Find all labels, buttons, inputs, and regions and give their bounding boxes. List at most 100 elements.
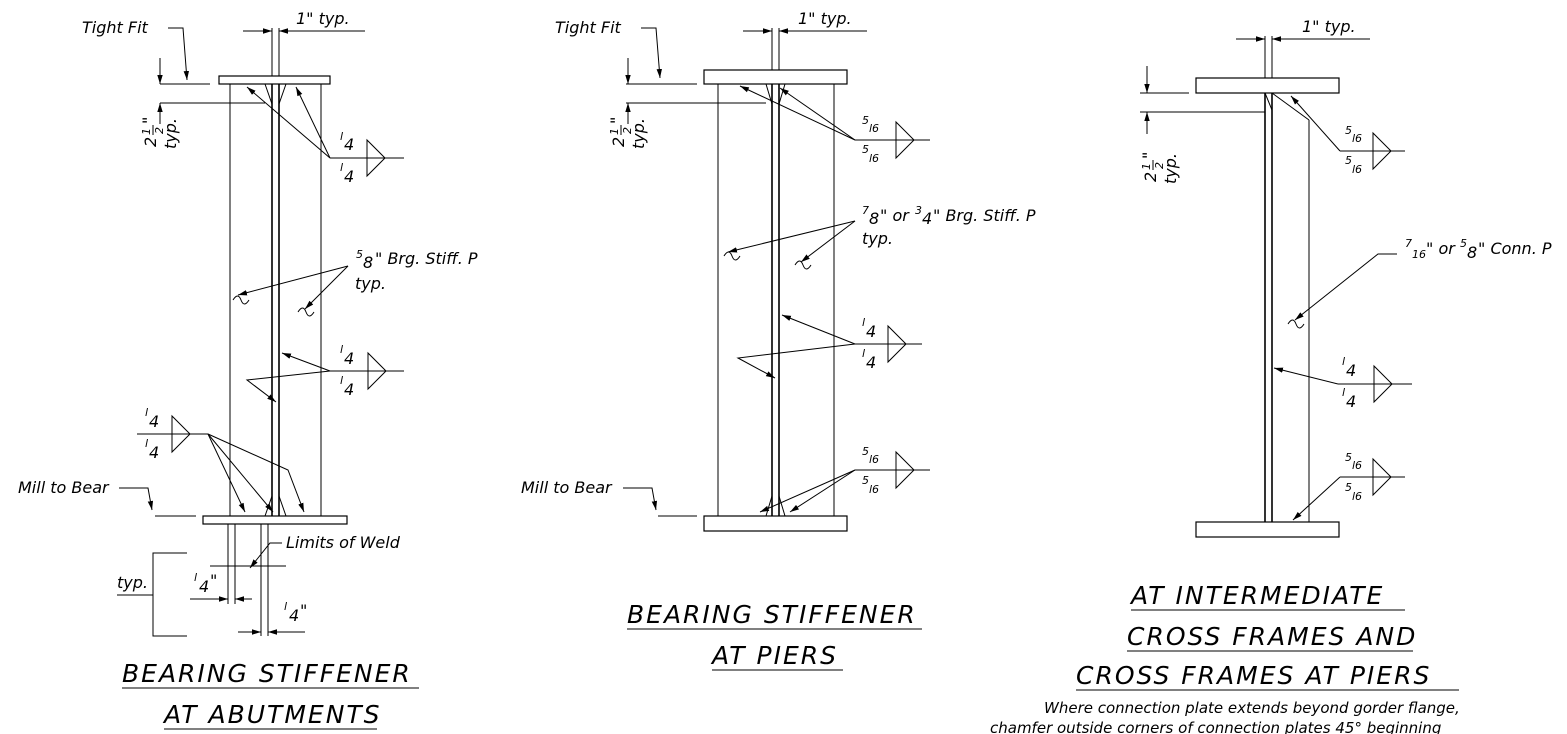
bottom-flange bbox=[202, 515, 348, 525]
svg-text:4: 4 bbox=[289, 606, 299, 625]
svg-text:4: 4 bbox=[1346, 361, 1356, 380]
svg-text:4: 4 bbox=[199, 577, 209, 596]
svg-text:l6: l6 bbox=[1352, 163, 1362, 176]
svg-text:2: 2 bbox=[1141, 172, 1160, 182]
top-flange bbox=[1195, 77, 1340, 94]
svg-text:5: 5 bbox=[1345, 451, 1352, 464]
svg-text:1" typ.: 1" typ. bbox=[296, 9, 350, 28]
svg-text:4: 4 bbox=[344, 380, 354, 399]
label-mill-to-bear-abut: Mill to Bear bbox=[18, 478, 110, 497]
svg-text:typ.: typ. bbox=[161, 118, 180, 149]
title-abutments-1: BEARING STIFFENER bbox=[122, 659, 412, 688]
svg-text:4: 4 bbox=[149, 443, 159, 462]
label-tight-fit-piers: Tight Fit bbox=[555, 18, 622, 37]
dim-two-half-typ: 2 1 2 " typ. bbox=[139, 117, 180, 149]
svg-text:8: 8 bbox=[363, 253, 373, 272]
svg-text:1: 1 bbox=[140, 128, 153, 135]
svg-text:2: 2 bbox=[1153, 162, 1166, 169]
svg-text:l6: l6 bbox=[869, 152, 879, 165]
svg-text:l: l bbox=[340, 343, 343, 356]
svg-text:": " bbox=[1139, 152, 1158, 159]
svg-text:l6: l6 bbox=[1352, 459, 1362, 472]
svg-text:5: 5 bbox=[862, 445, 869, 458]
svg-text:l6: l6 bbox=[869, 453, 879, 466]
svg-text:1: 1 bbox=[608, 128, 621, 135]
svg-text:": " bbox=[300, 601, 307, 620]
svg-text:5: 5 bbox=[862, 474, 869, 487]
title-intermediate-2: CROSS FRAMES AND bbox=[1127, 622, 1417, 651]
svg-text:4: 4 bbox=[1346, 392, 1356, 411]
svg-text:5: 5 bbox=[1460, 237, 1467, 250]
title-intermediate-1: AT INTERMEDIATE bbox=[1129, 581, 1384, 610]
svg-text:5: 5 bbox=[862, 143, 869, 156]
svg-text:l: l bbox=[145, 406, 148, 419]
title-piers-1: BEARING STIFFENER bbox=[627, 600, 917, 629]
svg-text:l: l bbox=[340, 161, 343, 174]
bottom-flange bbox=[703, 515, 848, 532]
svg-text:8: 8 bbox=[1467, 243, 1477, 262]
svg-text:typ.: typ. bbox=[862, 229, 893, 248]
svg-text:3: 3 bbox=[915, 204, 922, 217]
top-flange bbox=[218, 75, 331, 85]
svg-text:2: 2 bbox=[141, 137, 160, 147]
svg-text:l: l bbox=[340, 374, 343, 387]
svg-text:2: 2 bbox=[609, 137, 628, 147]
svg-text:l6: l6 bbox=[1352, 490, 1362, 503]
svg-text:l: l bbox=[340, 130, 343, 143]
svg-text:l6: l6 bbox=[869, 483, 879, 496]
note-line-2: chamfer outside corners of connection pl… bbox=[990, 719, 1441, 734]
label-conn-plate: " Conn. P bbox=[1478, 239, 1552, 258]
label-limits-of-weld: Limits of Weld bbox=[286, 533, 401, 552]
svg-text:5: 5 bbox=[1345, 481, 1352, 494]
svg-text:typ.: typ. bbox=[117, 573, 148, 592]
svg-text:": " bbox=[607, 117, 626, 124]
svg-text:16: 16 bbox=[1412, 248, 1426, 261]
svg-text:l: l bbox=[194, 571, 197, 584]
svg-text:4: 4 bbox=[866, 353, 876, 372]
svg-text:l: l bbox=[1342, 386, 1345, 399]
svg-text:": " bbox=[139, 117, 158, 124]
detail-intermediate: 1" typ. 2 1 2 " typ. 5l6 5l6 7 16 " or 5… bbox=[990, 17, 1552, 734]
svg-text:7: 7 bbox=[862, 204, 869, 217]
svg-text:2: 2 bbox=[153, 127, 166, 134]
bottom-flange bbox=[1195, 521, 1340, 538]
svg-text:1" typ.: 1" typ. bbox=[798, 9, 852, 28]
svg-text:l6: l6 bbox=[1352, 132, 1362, 145]
title-abutments-2: AT ABUTMENTS bbox=[162, 700, 382, 729]
svg-text:5: 5 bbox=[356, 248, 363, 261]
svg-text:4: 4 bbox=[866, 322, 876, 341]
svg-text:2: 2 bbox=[621, 127, 634, 134]
svg-text:5: 5 bbox=[1345, 154, 1352, 167]
svg-text:l: l bbox=[862, 316, 865, 329]
svg-text:typ.: typ. bbox=[355, 274, 386, 293]
note-line-1: Where connection plate extends beyond go… bbox=[1044, 699, 1460, 717]
svg-text:l: l bbox=[145, 437, 148, 450]
svg-text:l: l bbox=[862, 347, 865, 360]
svg-text:l: l bbox=[1342, 355, 1345, 368]
svg-text:" or: " or bbox=[880, 206, 910, 225]
svg-text:4: 4 bbox=[922, 209, 932, 228]
svg-text:4: 4 bbox=[149, 412, 159, 431]
svg-text:8: 8 bbox=[869, 209, 879, 228]
title-intermediate-3: CROSS FRAMES AT PIERS bbox=[1076, 661, 1431, 690]
svg-text:": " bbox=[210, 571, 217, 590]
svg-text:1" typ.: 1" typ. bbox=[1302, 17, 1356, 36]
svg-text:typ.: typ. bbox=[1161, 153, 1180, 184]
svg-text:1: 1 bbox=[1140, 163, 1153, 170]
title-piers-2: AT PIERS bbox=[710, 641, 838, 670]
detail-piers: 1" typ. Tight Fit 2 1 2 " typ. 5l6 5l6 7… bbox=[521, 9, 1036, 671]
svg-text:" or: " or bbox=[1426, 239, 1456, 258]
svg-text:4: 4 bbox=[344, 167, 354, 186]
svg-text:5: 5 bbox=[862, 114, 869, 127]
svg-text:l: l bbox=[284, 600, 287, 613]
label-tight-fit: Tight Fit bbox=[82, 18, 149, 37]
top-flange bbox=[703, 69, 848, 85]
label-mill-to-bear-piers: Mill to Bear bbox=[521, 478, 613, 497]
svg-text:7: 7 bbox=[1405, 237, 1412, 250]
svg-text:typ.: typ. bbox=[629, 118, 648, 149]
svg-text:l6: l6 bbox=[869, 122, 879, 135]
label-one-inch-typ: 1" typ. bbox=[296, 9, 350, 28]
label-brg-stiff-piers: " Brg. Stiff. P bbox=[933, 206, 1036, 225]
